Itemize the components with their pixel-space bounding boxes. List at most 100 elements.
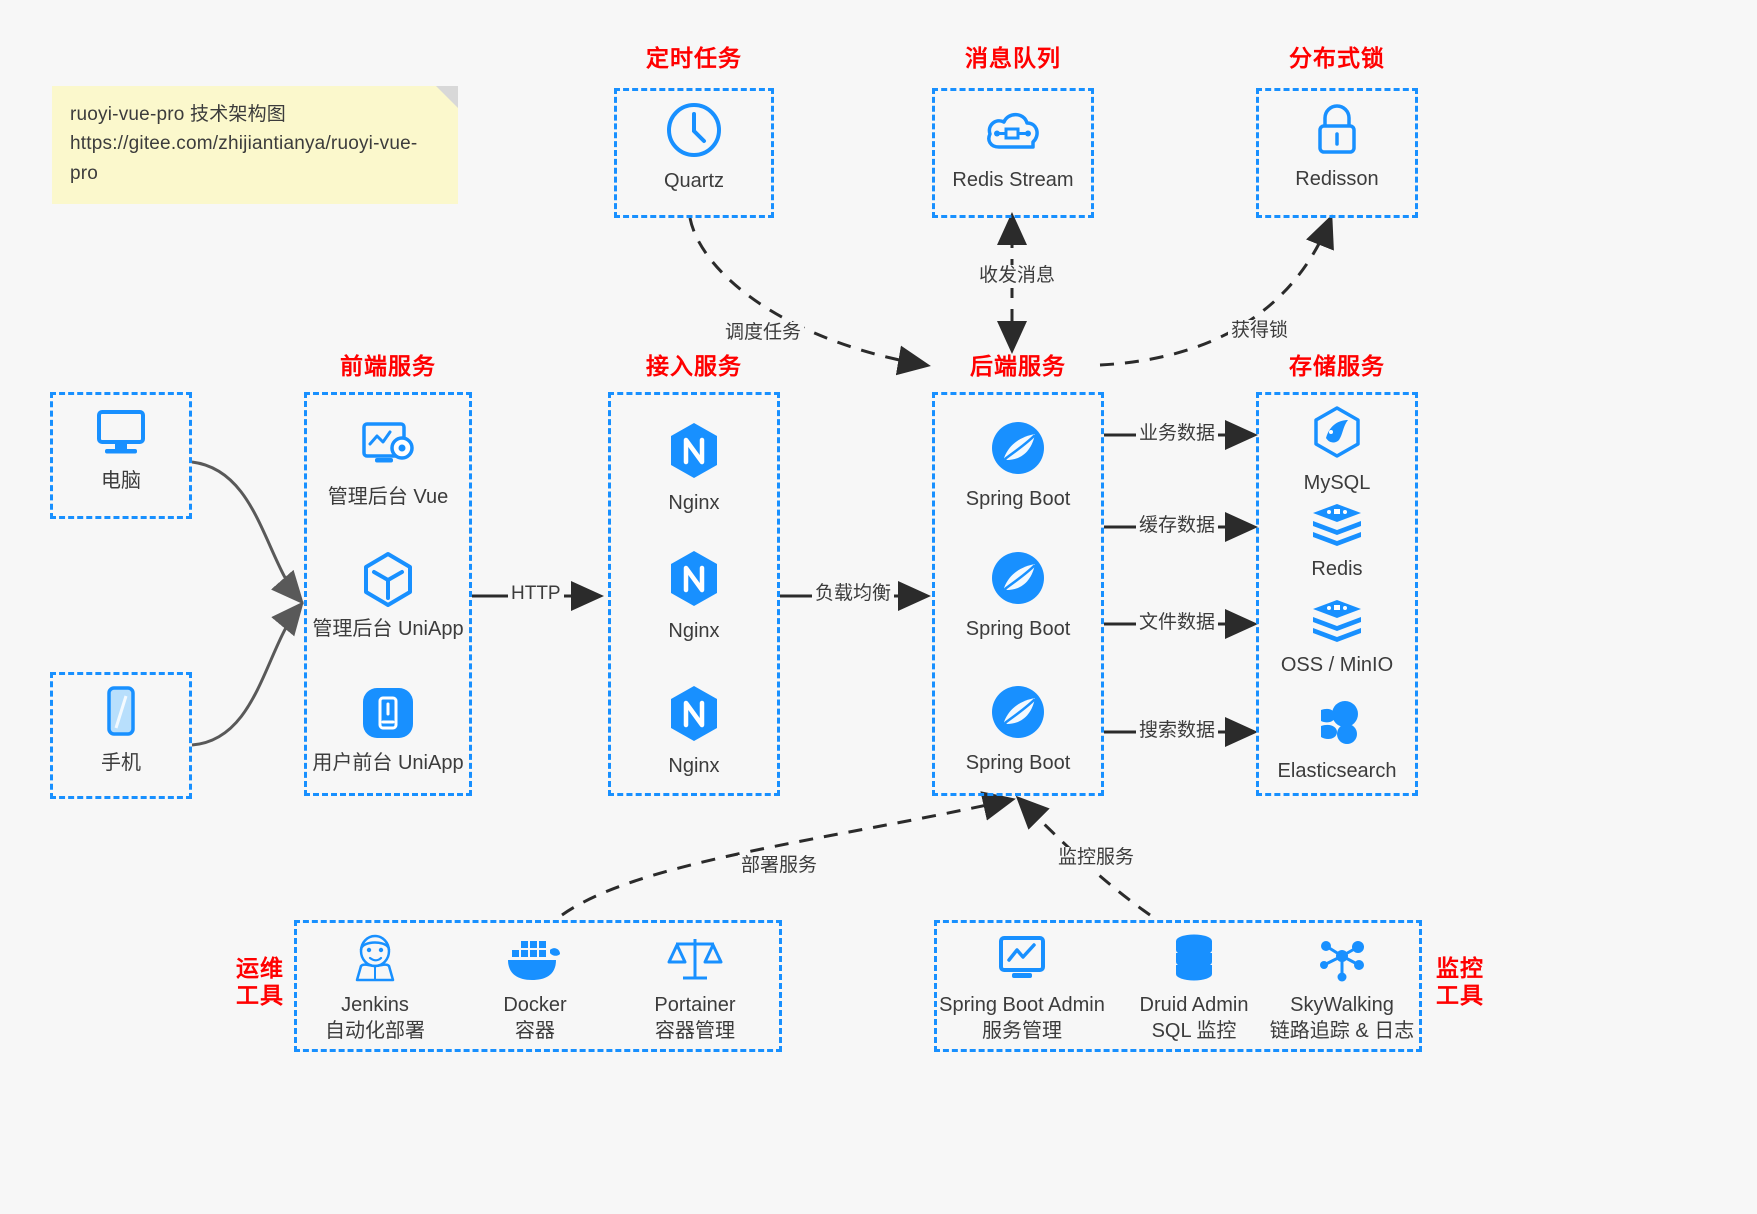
group-title-monitoring: 监控 工具 <box>1428 955 1492 1009</box>
edge-label-file-data: 文件数据 <box>1136 612 1219 635</box>
lock-icon <box>1309 100 1365 158</box>
node-nginx-1[interactable]: Nginx <box>608 420 780 516</box>
node-label: Nginx <box>668 620 720 642</box>
spring-boot-icon <box>988 548 1048 608</box>
node-label: MySQL <box>1303 472 1371 494</box>
node-label: Quartz <box>663 170 725 192</box>
group-title-storage: 存储服务 <box>1289 353 1385 379</box>
group-title-monitoring-line1: 监控 <box>1436 955 1484 981</box>
node-jenkins[interactable]: Jenkins 自动化部署 <box>302 932 448 1044</box>
group-title-distributed-lock: 分布式锁 <box>1289 45 1385 71</box>
group-title-backend: 后端服务 <box>970 353 1066 379</box>
node-redisson[interactable]: Redisson <box>1256 100 1418 192</box>
node-label: Jenkins <box>341 994 409 1016</box>
nginx-icon <box>665 548 723 610</box>
sticky-note: ruoyi-vue-pro 技术架构图 https://gitee.com/zh… <box>52 86 458 205</box>
group-title-gateway: 接入服务 <box>646 353 742 379</box>
node-spring-boot-admin[interactable]: Spring Boot Admin 服务管理 <box>938 932 1106 1044</box>
edge-label-acquire-lock: 获得锁 <box>1228 320 1292 343</box>
node-spring-boot-1[interactable]: Spring Boot <box>932 418 1104 512</box>
node-label: Spring Boot <box>965 488 1071 510</box>
node-label: Spring Boot <box>965 752 1071 774</box>
node-sublabel: 服务管理 <box>982 1020 1062 1042</box>
node-desktop[interactable]: 电脑 <box>50 404 192 494</box>
node-nginx-3[interactable]: Nginx <box>608 683 780 779</box>
group-box-client-phone <box>50 672 192 799</box>
nginx-icon <box>665 420 723 482</box>
spring-boot-admin-icon <box>994 932 1050 984</box>
mysql-icon <box>1309 404 1365 462</box>
node-label: Redis <box>1311 558 1363 580</box>
group-title-devops: 运维 工具 <box>228 955 292 1009</box>
node-user-uniapp[interactable]: 用户前台 UniApp <box>304 684 472 776</box>
node-docker[interactable]: Docker 容器 <box>462 932 608 1044</box>
node-label: 管理后台 UniApp <box>312 618 464 640</box>
group-title-message-queue: 消息队列 <box>965 45 1061 71</box>
node-mysql[interactable]: MySQL <box>1256 404 1418 496</box>
node-oss-minio[interactable]: OSS / MinIO <box>1256 596 1418 678</box>
nginx-icon <box>665 683 723 745</box>
node-label: OSS / MinIO <box>1280 654 1394 676</box>
spring-boot-icon <box>988 418 1048 478</box>
cloud-stream-icon <box>984 103 1042 159</box>
node-label: Spring Boot Admin <box>939 994 1105 1016</box>
node-druid-admin[interactable]: Druid Admin SQL 监控 <box>1118 932 1270 1044</box>
group-title-devops-line1: 运维 <box>236 955 284 981</box>
node-elasticsearch[interactable]: Elasticsearch <box>1256 696 1418 784</box>
node-sublabel: 链路追踪 & 日志 <box>1269 1020 1415 1042</box>
edge-label-monitor-service: 监控服务 <box>1055 847 1138 870</box>
dashboard-gear-icon <box>357 418 419 476</box>
group-title-monitoring-line2: 工具 <box>1436 982 1484 1009</box>
desktop-icon <box>91 404 151 460</box>
redis-icon <box>1309 500 1365 548</box>
node-skywalking[interactable]: SkyWalking 链路追踪 & 日志 <box>1258 932 1426 1044</box>
druid-icon <box>1166 932 1222 984</box>
edge-label-deploy-service: 部署服务 <box>738 855 821 878</box>
note-line-url: https://gitee.com/zhijiantianya/ruoyi-vu… <box>70 133 418 184</box>
edge-label-load-balance: 负载均衡 <box>812 583 895 606</box>
group-box-client-desktop <box>50 392 192 519</box>
group-box-devops <box>294 920 782 1052</box>
node-sublabel: 自动化部署 <box>325 1020 425 1042</box>
node-label: Docker <box>503 994 567 1016</box>
edge-label-http: HTTP <box>508 583 564 606</box>
group-box-frontend <box>304 392 472 796</box>
cube-icon <box>358 550 418 608</box>
node-nginx-2[interactable]: Nginx <box>608 548 780 644</box>
phone-icon <box>98 684 144 742</box>
edge-label-schedule-task: 调度任务 <box>722 322 805 345</box>
skywalking-icon <box>1314 932 1370 984</box>
node-sublabel: 容器管理 <box>655 1020 735 1042</box>
node-admin-vue[interactable]: 管理后台 Vue <box>304 418 472 510</box>
mobile-app-icon <box>359 684 417 742</box>
node-phone[interactable]: 手机 <box>50 684 192 776</box>
node-label: Elasticsearch <box>1277 760 1397 782</box>
node-redis-stream[interactable]: Redis Stream <box>932 103 1094 193</box>
group-title-frontend: 前端服务 <box>340 353 436 379</box>
node-label: Redisson <box>1295 168 1379 190</box>
group-box-gateway <box>608 392 780 796</box>
edge-label-business-data: 业务数据 <box>1136 423 1219 446</box>
group-box-scheduled-task <box>614 88 774 218</box>
node-label: Redis Stream <box>952 169 1074 191</box>
spring-boot-icon <box>988 682 1048 742</box>
node-label: Nginx <box>668 492 720 514</box>
node-redis[interactable]: Redis <box>1256 500 1418 582</box>
edge-label-send-receive-message: 收发消息 <box>976 265 1059 288</box>
docker-icon <box>506 932 564 984</box>
node-quartz[interactable]: Quartz <box>614 100 774 194</box>
note-line-title: ruoyi-vue-pro 技术架构图 <box>70 104 287 125</box>
node-spring-boot-2[interactable]: Spring Boot <box>932 548 1104 642</box>
elasticsearch-icon <box>1309 696 1365 750</box>
node-label: SkyWalking <box>1290 994 1394 1016</box>
node-sublabel: SQL 监控 <box>1151 1020 1237 1042</box>
node-admin-uniapp[interactable]: 管理后台 UniApp <box>304 550 472 642</box>
note-fold-corner <box>436 86 458 108</box>
group-box-message-queue <box>932 88 1094 218</box>
node-portainer[interactable]: Portainer 容器管理 <box>622 932 768 1044</box>
node-sublabel: 容器 <box>515 1020 555 1042</box>
node-spring-boot-3[interactable]: Spring Boot <box>932 682 1104 776</box>
node-label: 电脑 <box>101 470 141 492</box>
group-box-distributed-lock <box>1256 88 1418 218</box>
group-box-monitoring <box>934 920 1422 1052</box>
